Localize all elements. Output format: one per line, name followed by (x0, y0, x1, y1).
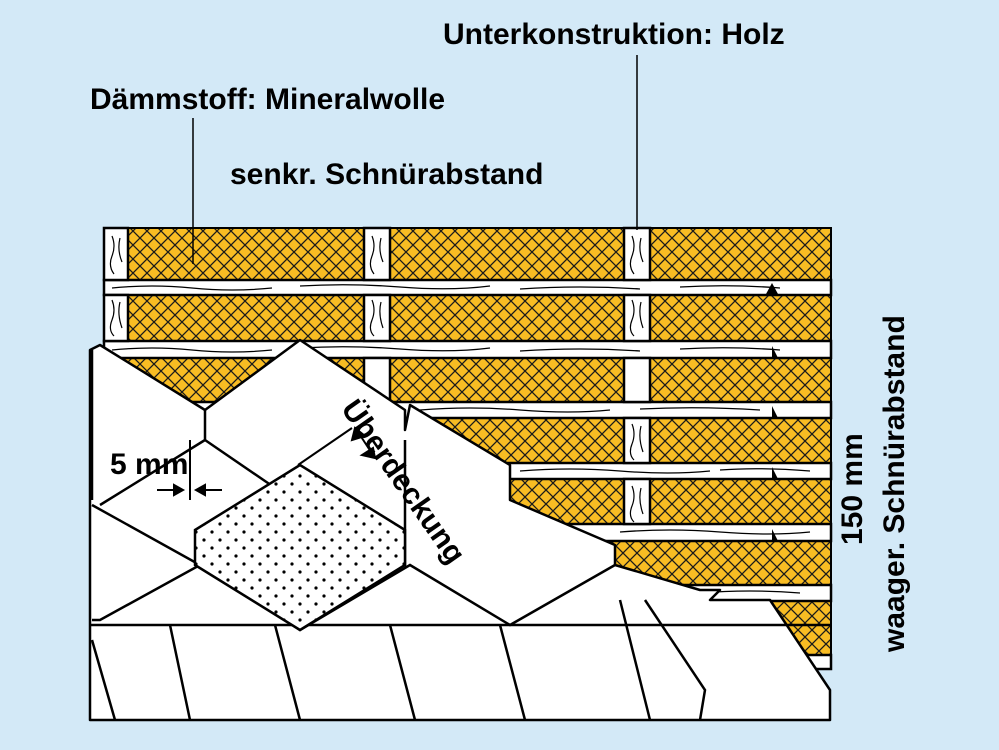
label-vertical-spacing: senkr. Schnürabstand (230, 158, 544, 191)
label-insulation: Dämmstoff: Mineralwolle (90, 83, 446, 116)
wood-grain (111, 284, 811, 594)
stud-grain (109, 235, 644, 523)
clip-markers (766, 283, 778, 541)
label-horizontal-spacing: waager. Schnürabstand (878, 315, 911, 652)
leader-lines (192, 55, 638, 264)
overlap-dimension (297, 426, 377, 466)
vertical-studs (102, 226, 652, 526)
gap-dimension (157, 440, 222, 500)
overlap-region (193, 463, 407, 632)
label-horizontal-spacing-value: 150 mm (836, 433, 869, 545)
label-gap: 5 mm (110, 448, 189, 481)
label-substructure: Unterkonstruktion: Holz (443, 18, 785, 51)
